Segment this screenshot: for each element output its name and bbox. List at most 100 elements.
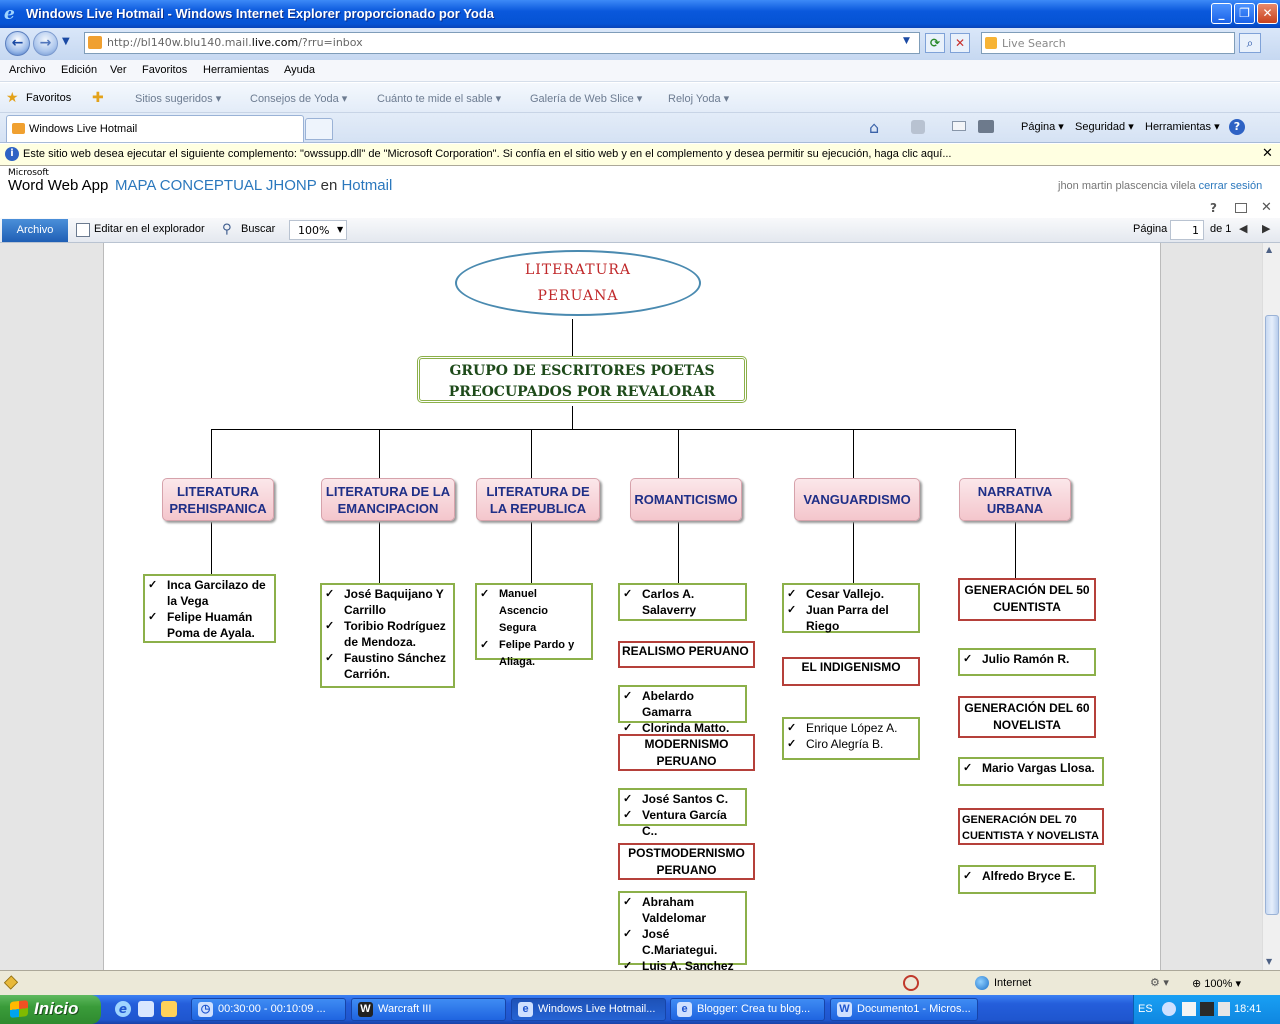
menu-ver[interactable]: Ver — [110, 64, 127, 76]
favorites-bar: ★ Favoritos ✚ Sitios sugeridos ▾ Consejo… — [0, 83, 1280, 113]
title-bar: e Windows Live Hotmail - Windows Interne… — [0, 0, 1280, 28]
stop-icon[interactable]: ✕ — [950, 33, 970, 53]
blocked-icon[interactable] — [903, 975, 919, 991]
favorites-button[interactable]: Favoritos — [26, 92, 72, 104]
tray-icon[interactable] — [1200, 1002, 1214, 1016]
realismo-node: REALISMO PERUANO — [618, 641, 755, 668]
home-icon[interactable]: ⌂ — [869, 118, 880, 137]
print-icon[interactable] — [978, 120, 994, 133]
list-item: Abelardo Gamarra — [623, 688, 742, 720]
address-bar[interactable]: http://bl140w.blu140.mail.live.com/?rru=… — [84, 32, 920, 54]
scroll-down-icon[interactable]: ▼ — [1266, 957, 1273, 966]
new-tab-button[interactable] — [305, 118, 333, 140]
rss-icon[interactable] — [911, 120, 925, 134]
gen50-node: GENERACIÓN DEL 50 CUENTISTA — [958, 578, 1096, 621]
infobar-close-icon[interactable]: ✕ — [1262, 146, 1273, 161]
forward-button[interactable]: → — [33, 31, 58, 56]
gen70-list: Alfredo Bryce E. — [958, 865, 1096, 894]
postmodernismo-node: POSTMODERNISMO PERUANO — [618, 843, 755, 880]
vertical-scrollbar[interactable]: ▲ ▼ — [1262, 243, 1280, 970]
menu-favoritos[interactable]: Favoritos — [142, 64, 188, 76]
status-zoom[interactable]: ⊕ 100% ▾ — [1192, 978, 1241, 990]
tray-icon[interactable] — [1162, 1002, 1176, 1016]
refresh-icon[interactable]: ⟳ — [925, 33, 945, 53]
internet-zone-icon — [975, 976, 989, 990]
find-button[interactable]: Buscar — [241, 223, 276, 235]
fav-reloj-yoda[interactable]: Reloj Yoda ▾ — [668, 93, 730, 105]
menu-ayuda[interactable]: Ayuda — [284, 64, 315, 76]
find-icon: ⚲ — [222, 222, 232, 237]
task-timer[interactable]: ◷00:30:00 - 00:10:09 ... — [191, 998, 346, 1021]
wwa-help-icon[interactable]: ? — [1210, 201, 1217, 215]
scroll-thumb[interactable] — [1265, 315, 1279, 915]
quicklaunch-desktop-icon[interactable] — [138, 1001, 154, 1017]
archivo-button[interactable]: Archivo — [2, 219, 68, 242]
modernismo-list: José Santos C. Ventura García C.. — [618, 788, 747, 838]
menu-edicion[interactable]: Edición — [61, 64, 98, 76]
search-icon[interactable]: ⌕ — [1239, 33, 1261, 53]
hotmail-link[interactable]: Hotmail — [341, 177, 393, 194]
page-number-input[interactable]: 1 — [1170, 220, 1204, 240]
scroll-up-icon[interactable]: ▲ — [1266, 245, 1273, 254]
indigenismo-list: Enrique López A. Ciro Alegría B. — [782, 717, 920, 760]
search-input[interactable]: Live Search — [981, 32, 1235, 54]
volume-icon[interactable] — [1218, 1002, 1230, 1016]
language-indicator[interactable]: ES — [1138, 1003, 1153, 1015]
popout-icon[interactable] — [1235, 203, 1247, 213]
maximize-button[interactable]: ❐ — [1234, 3, 1255, 24]
gen50-list: Julio Ramón R. — [958, 648, 1096, 676]
fav-sitios-sugeridos[interactable]: Sitios sugeridos ▾ — [135, 93, 222, 105]
zoom-select[interactable]: 100% ▼ — [289, 220, 347, 240]
prehispanica-list: Inca Garcilazo de la Vega Felipe Huamán … — [143, 574, 276, 643]
list-item: Enrique López A. — [787, 720, 915, 736]
word-task-icon: W — [837, 1002, 852, 1017]
back-button[interactable]: ← — [5, 31, 30, 56]
protected-mode-icon[interactable]: ⚙ ▾ — [1150, 976, 1169, 989]
address-dropdown-icon[interactable]: ▼ — [903, 36, 910, 46]
main-line2: PREOCUPADOS POR REVALORAR — [448, 384, 716, 400]
fav-cuanto-sable[interactable]: Cuánto te mide el sable ▾ — [377, 93, 502, 105]
list-item: Felipe Huamán Poma de Ayala. — [148, 609, 271, 641]
close-button[interactable]: ✕ — [1257, 3, 1278, 24]
root-node: LITERATURA PERUANA — [455, 250, 701, 316]
mail-icon[interactable] — [952, 121, 966, 131]
quicklaunch-app-icon[interactable] — [161, 1001, 177, 1017]
history-dropdown-icon[interactable]: ▼ — [62, 36, 70, 47]
edit-icon — [76, 223, 90, 237]
information-bar[interactable]: i Este sitio web desea ejecutar el sigui… — [0, 144, 1280, 166]
document-page: LITERATURA PERUANA GRUPO DE ESCRITORES P… — [103, 243, 1161, 970]
tray-icon[interactable] — [1182, 1002, 1196, 1016]
cmd-seguridad[interactable]: Seguridad ▾ — [1075, 121, 1134, 133]
next-page-icon[interactable]: ▶ — [1262, 222, 1271, 235]
emancipacion-list: José Baquijano Y Carrillo Toribio Rodríg… — [320, 583, 455, 688]
list-item: Felipe Pardo y Aliaga. — [480, 637, 588, 671]
quicklaunch-ie-icon[interactable]: e — [115, 1001, 131, 1017]
site-favicon-icon — [88, 36, 102, 49]
add-favorite-icon[interactable]: ✚ — [92, 90, 104, 106]
start-button[interactable]: Inicio — [0, 995, 101, 1024]
edit-in-browser-button[interactable]: Editar en el explorador — [94, 223, 205, 235]
tab-hotmail[interactable]: Windows Live Hotmail — [6, 115, 304, 142]
cat-vanguardismo: VANGUARDISMO — [794, 478, 920, 521]
list-item: Ventura García C.. — [623, 807, 742, 839]
help-icon[interactable]: ? — [1229, 119, 1245, 135]
cmd-herramientas[interactable]: Herramientas ▾ — [1145, 121, 1220, 133]
tab-hotmail-label: Windows Live Hotmail — [29, 123, 138, 135]
wwa-close-icon[interactable]: ✕ — [1261, 200, 1272, 215]
fav-galeria-web-slice[interactable]: Galería de Web Slice ▾ — [530, 93, 643, 105]
windows-logo-icon — [10, 1000, 28, 1018]
status-bar: Internet ⚙ ▾ ⊕ 100% ▾ — [0, 970, 1280, 995]
signout-link[interactable]: cerrar sesión — [1198, 180, 1263, 192]
menu-archivo[interactable]: Archivo — [9, 64, 46, 76]
cmd-pagina[interactable]: Página ▾ — [1021, 121, 1064, 133]
menu-herramientas[interactable]: Herramientas — [203, 64, 270, 76]
minimize-button[interactable]: _ — [1211, 3, 1232, 24]
fav-consejos-yoda[interactable]: Consejos de Yoda ▾ — [250, 93, 348, 105]
prev-page-icon[interactable]: ◀ — [1239, 222, 1248, 235]
infobar-text: Este sitio web desea ejecutar el siguien… — [23, 148, 952, 160]
gen60-node: GENERACIÓN DEL 60 NOVELISTA — [958, 696, 1096, 738]
